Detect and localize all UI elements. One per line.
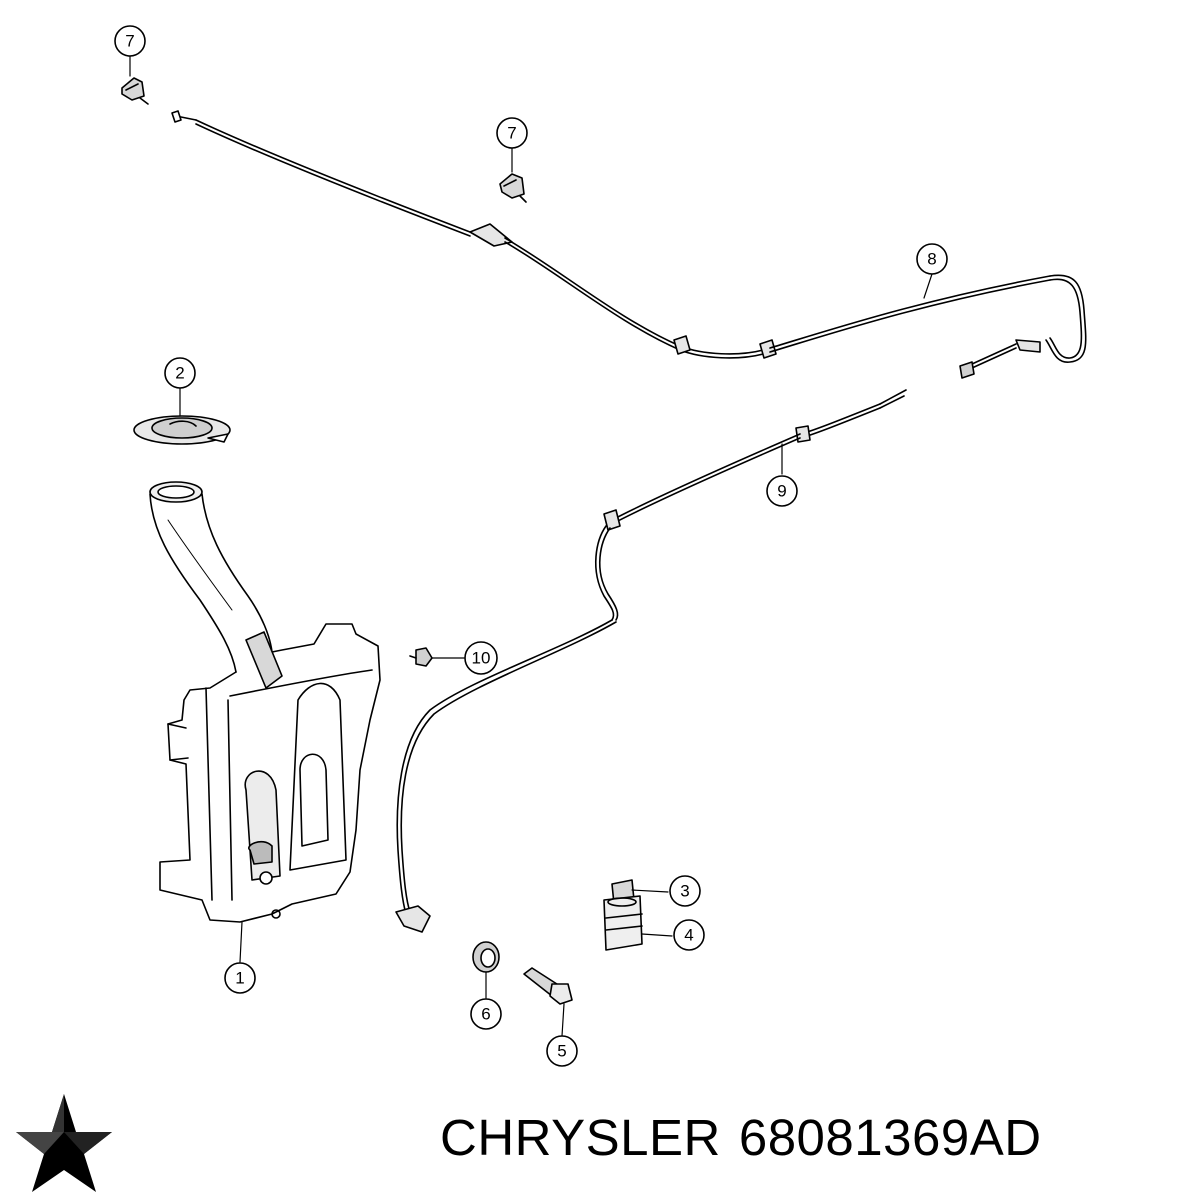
- part-number: 68081369AD: [738, 1109, 1042, 1166]
- svg-text:3: 3: [680, 882, 689, 901]
- callout-3: 3: [669, 875, 701, 907]
- svg-text:2: 2: [175, 364, 184, 383]
- brand-name: CHRYSLER: [440, 1109, 721, 1166]
- callout-7-center: 7: [496, 117, 528, 149]
- svg-text:4: 4: [684, 926, 693, 945]
- svg-text:7: 7: [507, 124, 516, 143]
- level-sensor: [523, 967, 573, 1005]
- washer-nozzle-center: [499, 173, 527, 203]
- svg-text:8: 8: [927, 250, 936, 269]
- callout-1: 1: [224, 962, 256, 994]
- washer-pump: [603, 879, 643, 951]
- callout-4: 4: [673, 919, 705, 951]
- washer-nozzle-left: [121, 77, 149, 105]
- svg-text:1: 1: [235, 969, 244, 988]
- svg-text:5: 5: [557, 1042, 566, 1061]
- callout-2: 2: [164, 357, 196, 389]
- washer-hose-front: [171, 110, 1087, 379]
- svg-text:10: 10: [472, 649, 491, 668]
- callout-5: 5: [546, 1035, 578, 1067]
- callout-9: 9: [766, 475, 798, 507]
- callout-10: 10: [464, 641, 498, 675]
- reservoir-cap: [133, 415, 231, 445]
- callout-8: 8: [916, 243, 948, 275]
- svg-text:7: 7: [125, 32, 134, 51]
- svg-text:9: 9: [777, 482, 786, 501]
- chrysler-pentastar-icon: [16, 1094, 112, 1192]
- callout-7-top: 7: [114, 25, 146, 57]
- svg-text:6: 6: [481, 1005, 490, 1024]
- callout-6: 6: [470, 998, 502, 1030]
- washer-reservoir: [149, 481, 381, 923]
- pump-grommet: [472, 941, 500, 973]
- footer-title: CHRYSLER 68081369AD: [440, 1108, 1190, 1178]
- leader-lines: [129, 55, 933, 1037]
- mounting-nut: [409, 647, 433, 667]
- washer-hose-rear: [395, 389, 907, 933]
